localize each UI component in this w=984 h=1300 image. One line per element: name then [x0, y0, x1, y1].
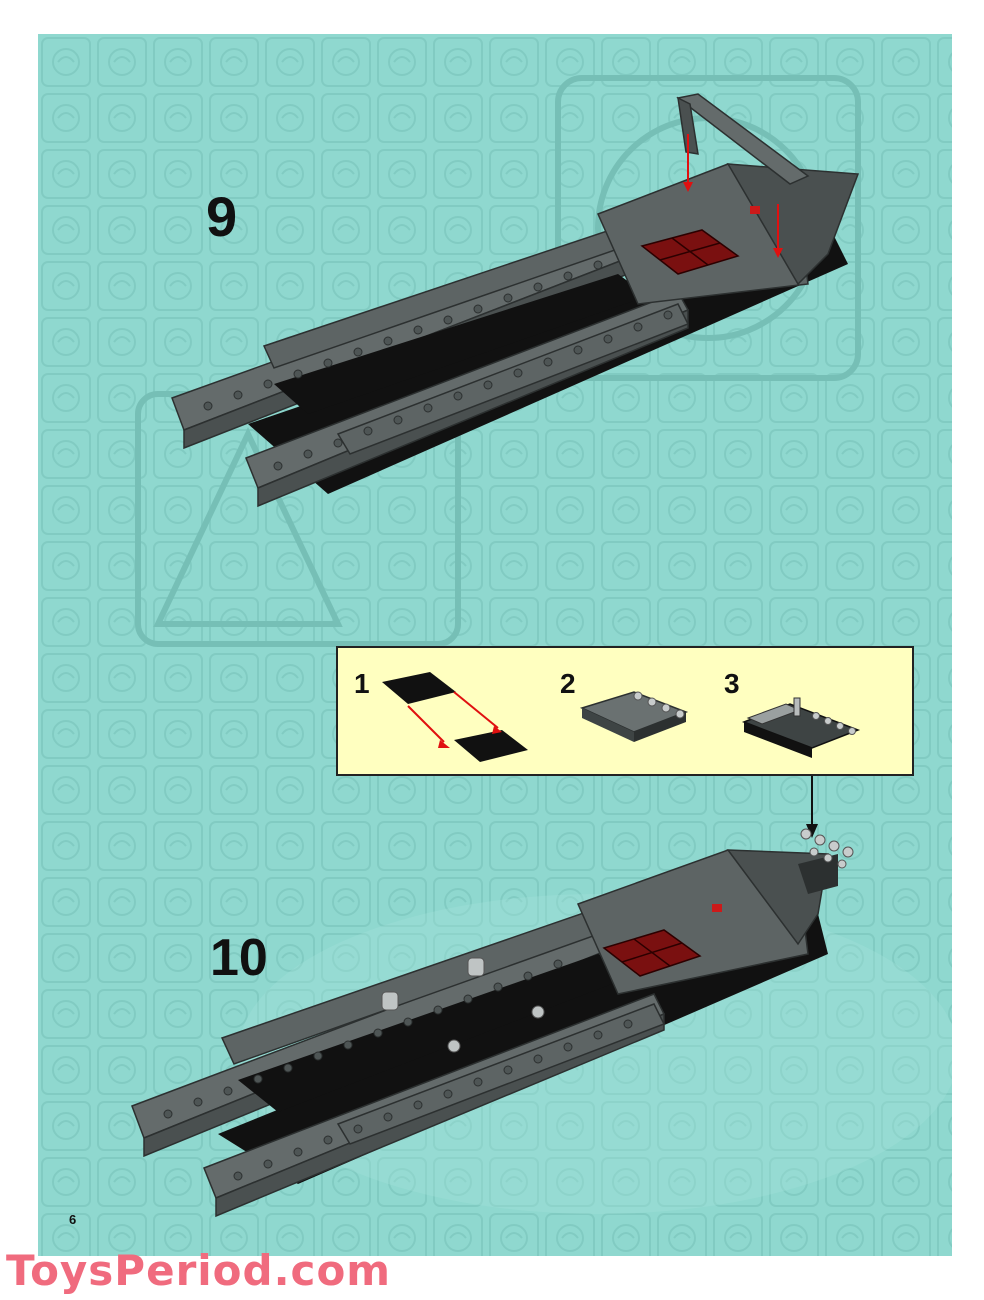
step-number-10: 10: [210, 929, 268, 987]
sub-step-number-3: 3: [724, 668, 740, 699]
step-10-model-illustration: [131, 828, 854, 1218]
instruction-page: 9: [38, 34, 952, 1256]
watermark-text: ToysPeriod.com: [6, 1246, 392, 1295]
sub-step-number-1: 1: [354, 668, 370, 699]
sub-step-number-2: 2: [560, 668, 576, 699]
sub-assembly-callout: 1 2 3: [336, 646, 914, 776]
step-9-model-illustration: [171, 93, 860, 508]
page-number: 6: [69, 1212, 77, 1227]
callout-arrow: [806, 776, 818, 838]
sub-assembly-illustrations: [382, 672, 861, 762]
step-number-9: 9: [206, 185, 238, 248]
